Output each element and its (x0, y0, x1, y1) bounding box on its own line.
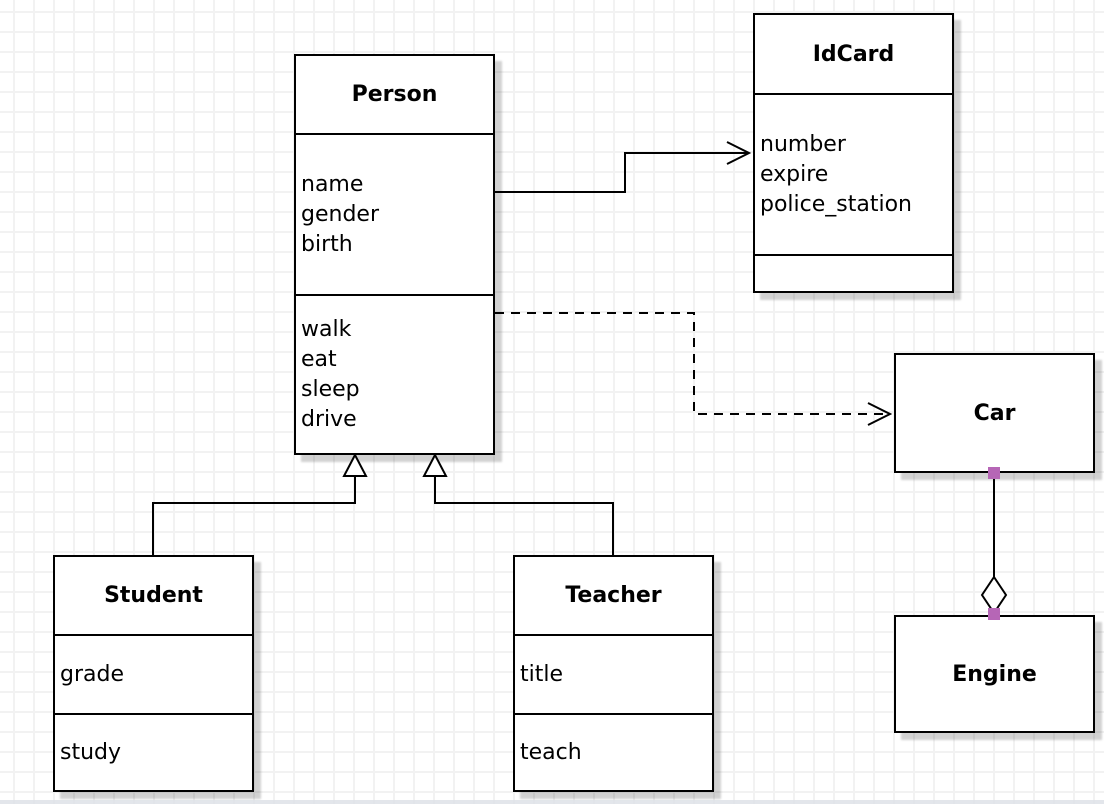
attribute-row: gender (301, 201, 379, 227)
generalization-triangle-icon[interactable] (422, 452, 448, 477)
method-row: teach (520, 739, 582, 765)
class-idcard-attributes: number expire police_station (755, 93, 952, 254)
attribute-row: expire (760, 161, 829, 187)
class-student[interactable]: Student grade study (53, 555, 254, 792)
class-student-attributes: grade (55, 634, 252, 713)
class-engine[interactable]: Engine (894, 615, 1095, 733)
class-person[interactable]: Person name gender birth walk eat sleep … (294, 54, 495, 455)
attribute-row: name (301, 171, 364, 197)
attribute-row: number (760, 131, 846, 157)
class-car-title: Car (973, 400, 1016, 426)
connector-person-idcard[interactable] (495, 152, 748, 193)
attribute-row: grade (60, 661, 124, 687)
canvas-bottom-edge (0, 800, 1104, 804)
class-person-title: Person (351, 82, 438, 107)
class-student-title: Student (104, 583, 203, 608)
method-row: walk (301, 316, 352, 342)
method-row: eat (301, 346, 337, 372)
class-student-methods: study (55, 713, 252, 790)
class-engine-title: Engine (952, 661, 1037, 687)
class-idcard-title: IdCard (812, 41, 895, 67)
class-teacher-methods: teach (515, 713, 712, 790)
connector-person-car[interactable] (495, 312, 886, 415)
open-arrowhead-icon[interactable] (726, 141, 752, 165)
class-teacher-title: Teacher (565, 583, 662, 608)
class-idcard-methods-empty (755, 254, 952, 291)
class-idcard[interactable]: IdCard number expire police_station (753, 13, 954, 293)
class-person-attributes: name gender birth (296, 133, 493, 294)
method-row: sleep (301, 376, 360, 402)
attribute-row: title (520, 661, 564, 687)
class-car[interactable]: Car (894, 353, 1095, 473)
class-person-methods: walk eat sleep drive (296, 294, 493, 453)
method-row: drive (301, 406, 357, 432)
attribute-row: birth (301, 231, 353, 257)
attribute-row: police_station (760, 191, 912, 217)
class-teacher-attributes: title (515, 634, 712, 713)
open-arrowhead-icon[interactable] (867, 402, 893, 426)
method-row: study (60, 739, 122, 765)
generalization-triangle-icon[interactable] (342, 452, 368, 477)
connector-teacher-person[interactable] (434, 476, 614, 555)
aggregation-diamond-icon[interactable] (980, 575, 1008, 615)
connector-student-person[interactable] (152, 476, 356, 555)
class-teacher[interactable]: Teacher title teach (513, 555, 714, 792)
